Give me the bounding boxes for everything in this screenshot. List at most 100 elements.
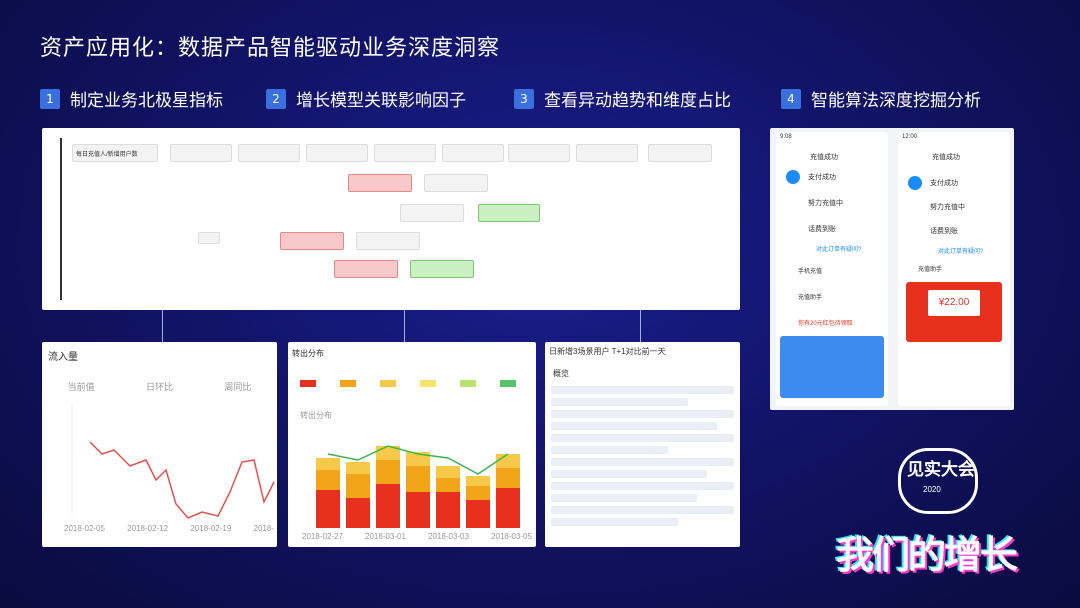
outflow-bar-chart <box>316 445 520 528</box>
step-label: 增长模型关联影响因子 <box>296 91 466 111</box>
report-line <box>551 494 698 502</box>
tree-node-highlight[interactable] <box>478 204 540 222</box>
tree-node-highlight[interactable] <box>410 260 474 278</box>
step-label: 查看异动趋势和维度占比 <box>544 91 731 111</box>
step-number: 3 <box>514 88 534 109</box>
red-packet-card[interactable]: ¥22.00 <box>906 282 1002 342</box>
phone-right: 12:00 充值成功 支付成功 努力充值中 话费到账 对此订单有疑问? 充值助手… <box>898 132 1010 406</box>
phone-title: 充值成功 <box>932 154 960 161</box>
step-number: 1 <box>40 88 60 109</box>
kpi-week-ratio: 周同比 <box>224 382 252 392</box>
slogan: 我们的增长 <box>836 533 1018 577</box>
report-line <box>551 482 734 490</box>
metric-tree-panel: 每日充值人/新增用户数 <box>42 128 740 310</box>
tree-node[interactable] <box>374 144 436 162</box>
alipay-icon <box>908 176 922 190</box>
assistant-label: 充值助手 <box>798 295 823 301</box>
report-line <box>551 434 734 442</box>
legend-swatch <box>340 380 357 387</box>
pay-success-label: 支付成功 <box>930 180 958 187</box>
status-time: 9:08 <box>780 134 792 140</box>
tree-node[interactable] <box>648 144 712 162</box>
report-line <box>551 398 688 406</box>
step-number: 4 <box>781 88 801 109</box>
report-line <box>551 506 734 514</box>
tree-node-highlight[interactable] <box>334 260 398 278</box>
event-logo: 见实大会 2020 <box>898 448 978 514</box>
step-label: 智能算法深度挖掘分析 <box>811 91 981 111</box>
report-line <box>551 446 668 454</box>
connector-line <box>162 310 163 342</box>
kpi-day-ratio: 日环比 <box>145 382 173 392</box>
tree-node[interactable] <box>400 204 464 222</box>
red-packet-amount: ¥22.00 <box>938 297 970 308</box>
tree-node[interactable] <box>442 144 504 162</box>
panel-title: 日新增3场景用户 T+1对比前一天 <box>549 347 666 356</box>
tree-node[interactable] <box>424 174 488 192</box>
x-tick: 2018-02-27 <box>302 532 343 541</box>
alipay-icon <box>786 170 800 184</box>
inflow-line-chart <box>71 402 275 519</box>
tree-axis <box>60 138 62 300</box>
legend-swatch <box>460 380 477 387</box>
legend <box>300 372 519 391</box>
ask-link[interactable]: 对此订单有疑问? <box>816 247 862 253</box>
x-tick: 2018-03-03 <box>428 532 469 541</box>
report-panel: 日新增3场景用户 T+1对比前一天 概览 <box>545 342 740 547</box>
pay-success-label: 支付成功 <box>808 174 836 181</box>
x-tick: 2018-02-05 <box>64 524 105 533</box>
tree-node-highlight[interactable] <box>280 232 344 250</box>
red-packet-amount-box: ¥22.00 <box>928 290 980 316</box>
recharge-label: 手机充值 <box>798 269 823 275</box>
x-tick: 2018-02-12 <box>127 524 169 533</box>
step-label: 制定业务北极星指标 <box>70 91 223 111</box>
tree-node[interactable] <box>238 144 300 162</box>
step-3: 3 查看异动趋势和维度占比 <box>514 86 731 111</box>
phone-title: 充值成功 <box>810 154 838 161</box>
done-label: 话费到账 <box>930 228 958 235</box>
red-packet-label: 你有20元红包待领取 <box>798 321 853 327</box>
event-logo-text: 见实大会 <box>907 460 975 480</box>
promo-banner[interactable] <box>780 336 884 398</box>
tree-root-node[interactable]: 每日充值人/新增用户数 <box>72 144 158 162</box>
x-tick: 2018-03-05 <box>491 532 532 541</box>
x-tick: 2018-03-01 <box>365 532 406 541</box>
status-time: 12:00 <box>902 134 918 140</box>
chart-subtitle: 转出分布 <box>300 411 332 420</box>
connector-line <box>404 310 405 342</box>
phone-left: 9:08 充值成功 支付成功 努力充值中 话费到账 对此订单有疑问? 手机充值 … <box>776 132 888 406</box>
step-2: 2 增长模型关联影响因子 <box>266 86 466 111</box>
tree-node[interactable] <box>576 144 638 162</box>
tree-node[interactable] <box>356 232 420 250</box>
outflow-panel: 转出分布 转出分布 2018-02-27 2018-03-01 2018-03-… <box>288 342 536 547</box>
legend-swatch <box>380 380 397 387</box>
panel-title: 流入量 <box>48 352 78 363</box>
report-line <box>551 410 734 418</box>
report-line <box>551 422 717 430</box>
x-tick: 2018-02-19 <box>190 524 232 533</box>
panel-title: 转出分布 <box>292 349 324 358</box>
section-title: 概览 <box>553 369 569 378</box>
step-number: 2 <box>266 88 286 109</box>
inflow-panel: 流入量 当前值 日环比 周同比 2018-02-05 2018-02-12 20… <box>42 342 277 547</box>
report-line <box>551 470 707 478</box>
tree-node[interactable] <box>198 232 220 244</box>
step-4: 4 智能算法深度挖掘分析 <box>781 86 981 111</box>
charging-label: 努力充值中 <box>808 200 843 207</box>
tree-node[interactable] <box>306 144 368 162</box>
charging-label: 努力充值中 <box>930 204 965 211</box>
ask-link[interactable]: 对此订单有疑问? <box>938 249 984 255</box>
report-lines <box>545 382 740 530</box>
slide-title: 资产应用化：数据产品智能驱动业务深度洞察 <box>40 36 501 61</box>
tree-node-highlight[interactable] <box>348 174 412 192</box>
tree-node[interactable] <box>170 144 232 162</box>
bar-group <box>316 446 520 528</box>
tree-node[interactable] <box>508 144 570 162</box>
step-1: 1 制定业务北极星指标 <box>40 86 223 111</box>
done-label: 话费到账 <box>808 226 836 233</box>
kpi-current: 当前值 <box>67 382 95 392</box>
report-line <box>551 386 734 394</box>
x-tick: 2018- <box>253 524 274 533</box>
event-year: 2020 <box>923 485 941 494</box>
legend-swatch <box>420 380 437 387</box>
